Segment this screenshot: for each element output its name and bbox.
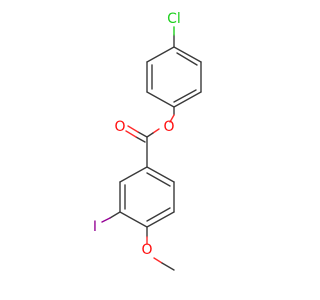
bond [101, 217, 111, 223]
bond [146, 172, 171, 187]
chlorophenyl-ring [146, 46, 202, 108]
iodine-label: I [93, 219, 97, 235]
benzoate-ring [119, 166, 175, 228]
bond [125, 130, 137, 138]
carbonyl-oxygen-label: O [114, 119, 125, 135]
bond [146, 211, 175, 228]
bond [146, 46, 175, 63]
bond [146, 91, 175, 108]
bond [127, 125, 139, 133]
bond [119, 211, 148, 228]
bond [173, 46, 202, 63]
bond [146, 132, 154, 138]
molecule-drawing: Cl O O I O [93, 11, 202, 271]
bond [135, 136, 146, 143]
bond [146, 207, 171, 222]
structure-canvas: Cl O O I O [92, 11, 202, 271]
ester-oxygen-label: O [163, 119, 174, 135]
bond [161, 262, 175, 271]
bond [169, 114, 175, 123]
bond [146, 166, 175, 183]
bond [137, 131, 148, 138]
chlorine-label: Cl [167, 11, 181, 27]
bond [176, 52, 198, 66]
methoxy-oxygen-label: O [141, 242, 152, 258]
bond [173, 89, 197, 103]
bond [173, 91, 202, 108]
bond [153, 257, 163, 264]
bond [109, 211, 121, 219]
bond [119, 166, 148, 183]
bond [152, 128, 160, 134]
